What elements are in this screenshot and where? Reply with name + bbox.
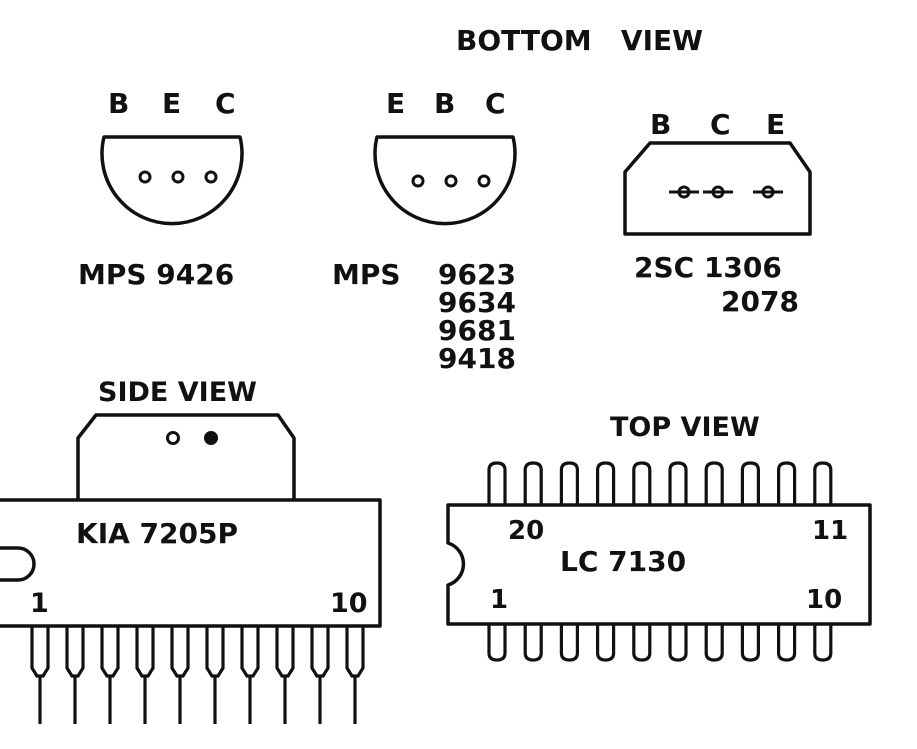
- part-number: 2SC 1306: [634, 251, 782, 284]
- top-view-pin-lower: [813, 624, 833, 662]
- side-view-pin: [170, 626, 190, 724]
- transistor-2-body: [373, 135, 517, 226]
- top-view-part: LC 7130: [560, 545, 686, 578]
- top-view-pin-upper: [559, 461, 579, 505]
- side-view-pin: [240, 626, 260, 724]
- side-view-pin: [205, 626, 225, 724]
- pin-label: C: [710, 108, 731, 141]
- side-view-pin: [275, 626, 295, 724]
- pin-label: C: [215, 87, 236, 120]
- part-number: 9623: [438, 258, 516, 291]
- bottom-view-title: BOTTOM VIEW: [456, 24, 703, 57]
- side-view-notch: [0, 546, 36, 582]
- pin-label: E: [162, 87, 181, 120]
- pin-label: B: [108, 87, 129, 120]
- top-view-body: [446, 503, 872, 626]
- top-view-pin-lower: [704, 624, 724, 662]
- heatsink-tab: [76, 413, 296, 500]
- side-view-pins: [30, 626, 365, 724]
- side-pin-first: 1: [30, 588, 49, 619]
- pin-label: E: [386, 87, 405, 120]
- pin-label: B: [650, 108, 671, 141]
- side-view-pin: [310, 626, 330, 724]
- pin-label: E: [766, 108, 785, 141]
- part-number: MPS 9426: [78, 258, 234, 291]
- top-view-pin-upper: [813, 461, 833, 505]
- top-view-pin-upper: [668, 461, 688, 505]
- side-view-pin: [65, 626, 85, 724]
- top-view-pin-lower: [668, 624, 688, 662]
- lead-dot: [138, 170, 152, 184]
- top-pin-20: 20: [508, 516, 544, 546]
- top-pin-1: 1: [490, 585, 508, 615]
- top-view-pin-lower: [523, 624, 543, 662]
- side-view-pin: [30, 626, 50, 724]
- part-number: 9681: [438, 314, 516, 347]
- side-view-pin: [135, 626, 155, 724]
- top-view-pin-lower: [487, 624, 507, 662]
- top-view-pin-lower: [740, 624, 760, 662]
- top-view-pin-upper: [523, 461, 543, 505]
- top-view-pin-upper: [596, 461, 616, 505]
- top-view-pin-upper: [740, 461, 760, 505]
- pin-label: C: [485, 87, 506, 120]
- side-view-part: KIA 7205P: [76, 517, 238, 550]
- part-number: 9634: [438, 286, 516, 319]
- part-number: 9418: [438, 342, 516, 375]
- top-pin-11: 11: [812, 516, 848, 546]
- top-view-pin-upper: [487, 461, 507, 505]
- top-pin-10: 10: [806, 585, 842, 615]
- top-view-pin-lower: [777, 624, 797, 662]
- top-view-title: TOP VIEW: [610, 412, 760, 443]
- top-view-pin-upper: [777, 461, 797, 505]
- lead-dot: [204, 170, 218, 184]
- top-view-pin-lower: [559, 624, 579, 662]
- transistor-1-body: [100, 135, 244, 226]
- lead-dot: [171, 170, 185, 184]
- lead-dot: [411, 174, 425, 188]
- top-view-pin-upper: [704, 461, 724, 505]
- pin-label: B: [434, 87, 455, 120]
- transistor-3-body: [623, 141, 812, 236]
- top-view-pin-upper: [632, 461, 652, 505]
- lead-dot: [444, 174, 458, 188]
- mounting-hole: [166, 431, 180, 445]
- side-pin-last: 10: [330, 588, 368, 619]
- top-view-pins: [487, 461, 833, 662]
- part-number: 2078: [721, 285, 799, 318]
- side-view-pin: [345, 626, 365, 724]
- lead-dot: [477, 174, 491, 188]
- part-number: MPS: [332, 258, 401, 291]
- side-view-pin: [100, 626, 120, 724]
- top-view-pin-lower: [596, 624, 616, 662]
- side-view-title: SIDE VIEW: [98, 377, 257, 408]
- mounting-hole-filled: [204, 431, 218, 445]
- top-view-pin-lower: [632, 624, 652, 662]
